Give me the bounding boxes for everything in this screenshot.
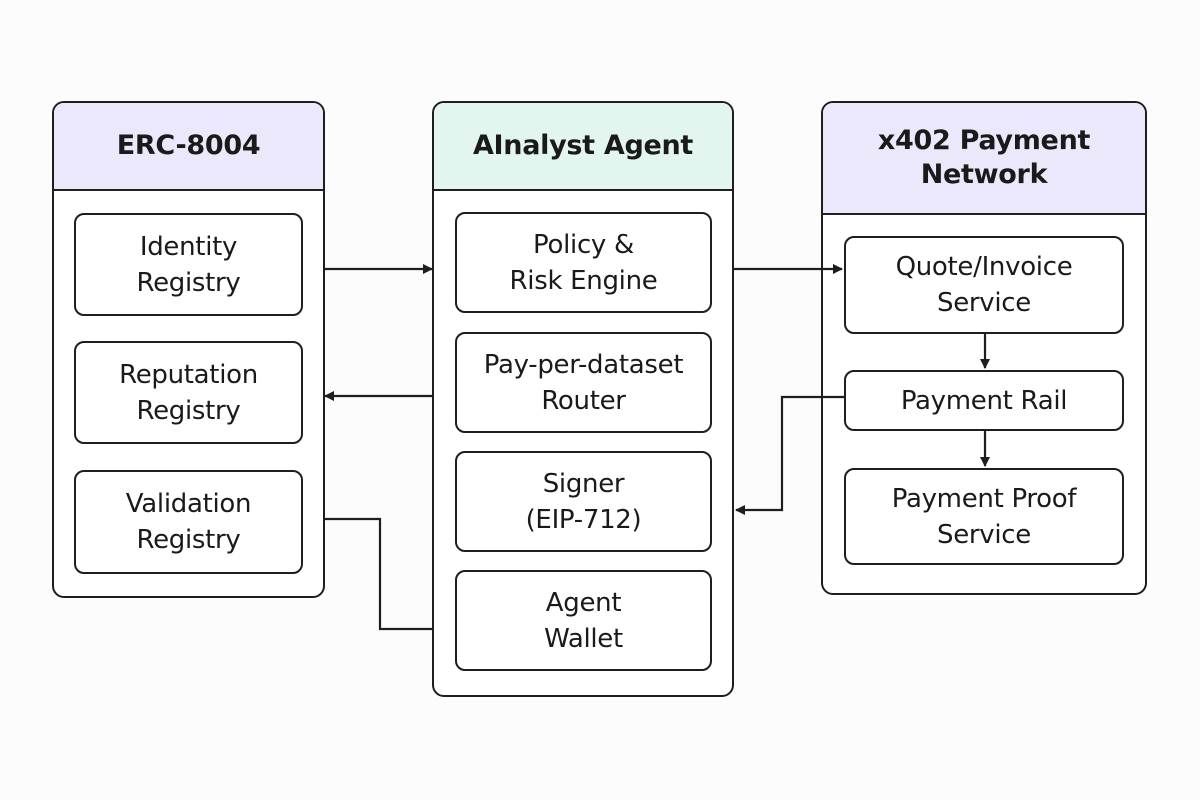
x402-payment-network-title: x402 Payment Network [823,103,1145,215]
erc-8004-title: ERC-8004 [54,103,323,191]
payment-rail-node[interactable]: Payment Rail [844,370,1124,431]
validation-registry-node[interactable]: Validation Registry [74,470,303,574]
quote-invoice-service-node[interactable]: Quote/Invoice Service [844,236,1124,334]
payment-proof-service-node[interactable]: Payment Proof Service [844,468,1124,565]
pay-per-dataset-router-node[interactable]: Pay-per-dataset Router [455,332,712,433]
reputation-registry-node[interactable]: Reputation Registry [74,341,303,444]
ainalyst-agent-title: AInalyst Agent [434,103,732,191]
signer-eip712-node[interactable]: Signer (EIP-712) [455,451,712,552]
edge-validation-to-wallet [325,517,432,631]
agent-wallet-node[interactable]: Agent Wallet [455,570,712,671]
policy-risk-engine-node[interactable]: Policy & Risk Engine [455,212,712,313]
identity-registry-node[interactable]: Identity Registry [74,213,303,316]
